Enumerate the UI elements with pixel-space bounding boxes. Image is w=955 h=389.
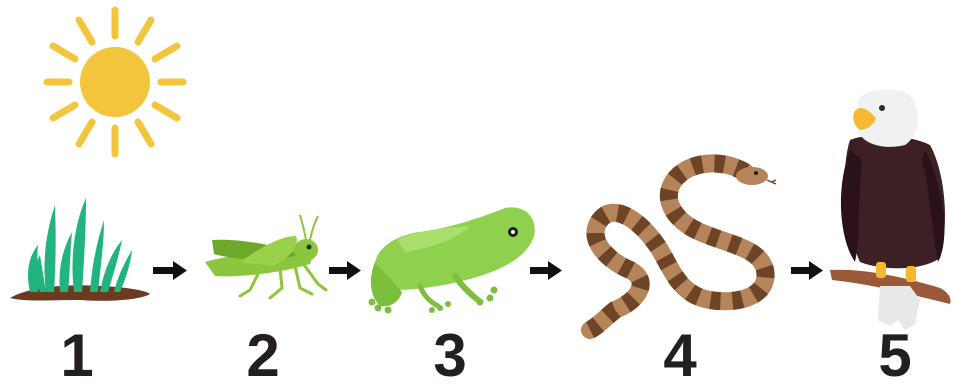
stage-number-2: 2	[223, 326, 303, 386]
stage-number-5: 5	[855, 326, 935, 386]
snake-icon	[590, 163, 776, 330]
grass-icon	[10, 198, 150, 301]
eagle-icon	[830, 89, 951, 330]
sun-icon	[47, 10, 183, 154]
stage-number-4: 4	[640, 326, 720, 386]
stage-number-3: 3	[410, 326, 490, 386]
frog-icon	[369, 207, 535, 313]
arrow-2-to-3	[329, 261, 361, 280]
arrow-1-to-2	[153, 261, 187, 280]
arrow-4-to-5	[791, 261, 823, 280]
stage-number-1: 1	[37, 326, 117, 386]
grasshopper-icon	[205, 215, 326, 298]
arrow-3-to-4	[530, 261, 562, 280]
